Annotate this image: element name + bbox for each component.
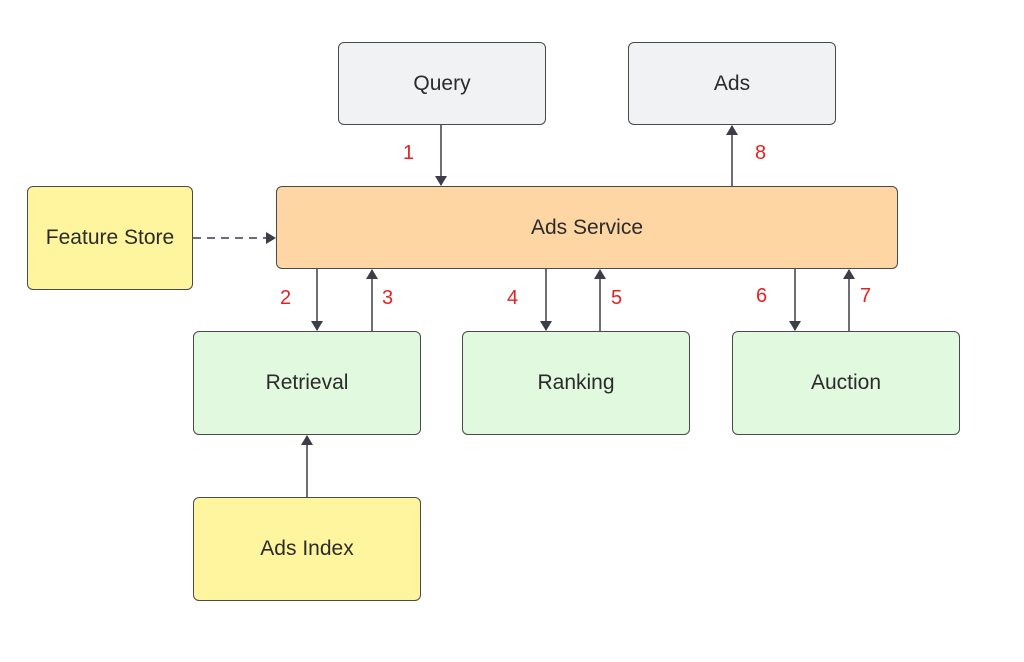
- step-label-2: 2: [280, 287, 292, 309]
- step-label-8: 8: [755, 142, 767, 164]
- ads-node: Ads: [628, 42, 836, 125]
- query-label: Query: [413, 71, 471, 95]
- ads-index-node: Ads Index: [193, 497, 421, 601]
- step-label-4: 4: [507, 287, 519, 309]
- feature-store-node: Feature Store: [27, 186, 193, 290]
- ads-label: Ads: [713, 71, 751, 95]
- auction-label: Auction: [810, 371, 882, 394]
- step-label-5: 5: [611, 287, 623, 309]
- ranking-label: Ranking: [537, 371, 615, 394]
- ads-service-node: Ads Service: [276, 186, 898, 269]
- query-node: Query: [338, 42, 546, 125]
- step-label-6: 6: [756, 285, 768, 307]
- ranking-node: Ranking: [462, 331, 690, 435]
- feature-store-label: Feature Store: [45, 226, 175, 249]
- retrieval-label: Retrieval: [265, 371, 349, 394]
- retrieval-node: Retrieval: [193, 331, 421, 435]
- ads-service-label: Ads Service: [530, 215, 644, 239]
- ads-index-label: Ads Index: [260, 537, 354, 560]
- step-label-7: 7: [860, 285, 872, 307]
- auction-node: Auction: [732, 331, 960, 435]
- step-label-1: 1: [403, 142, 415, 164]
- step-label-3: 3: [382, 287, 394, 309]
